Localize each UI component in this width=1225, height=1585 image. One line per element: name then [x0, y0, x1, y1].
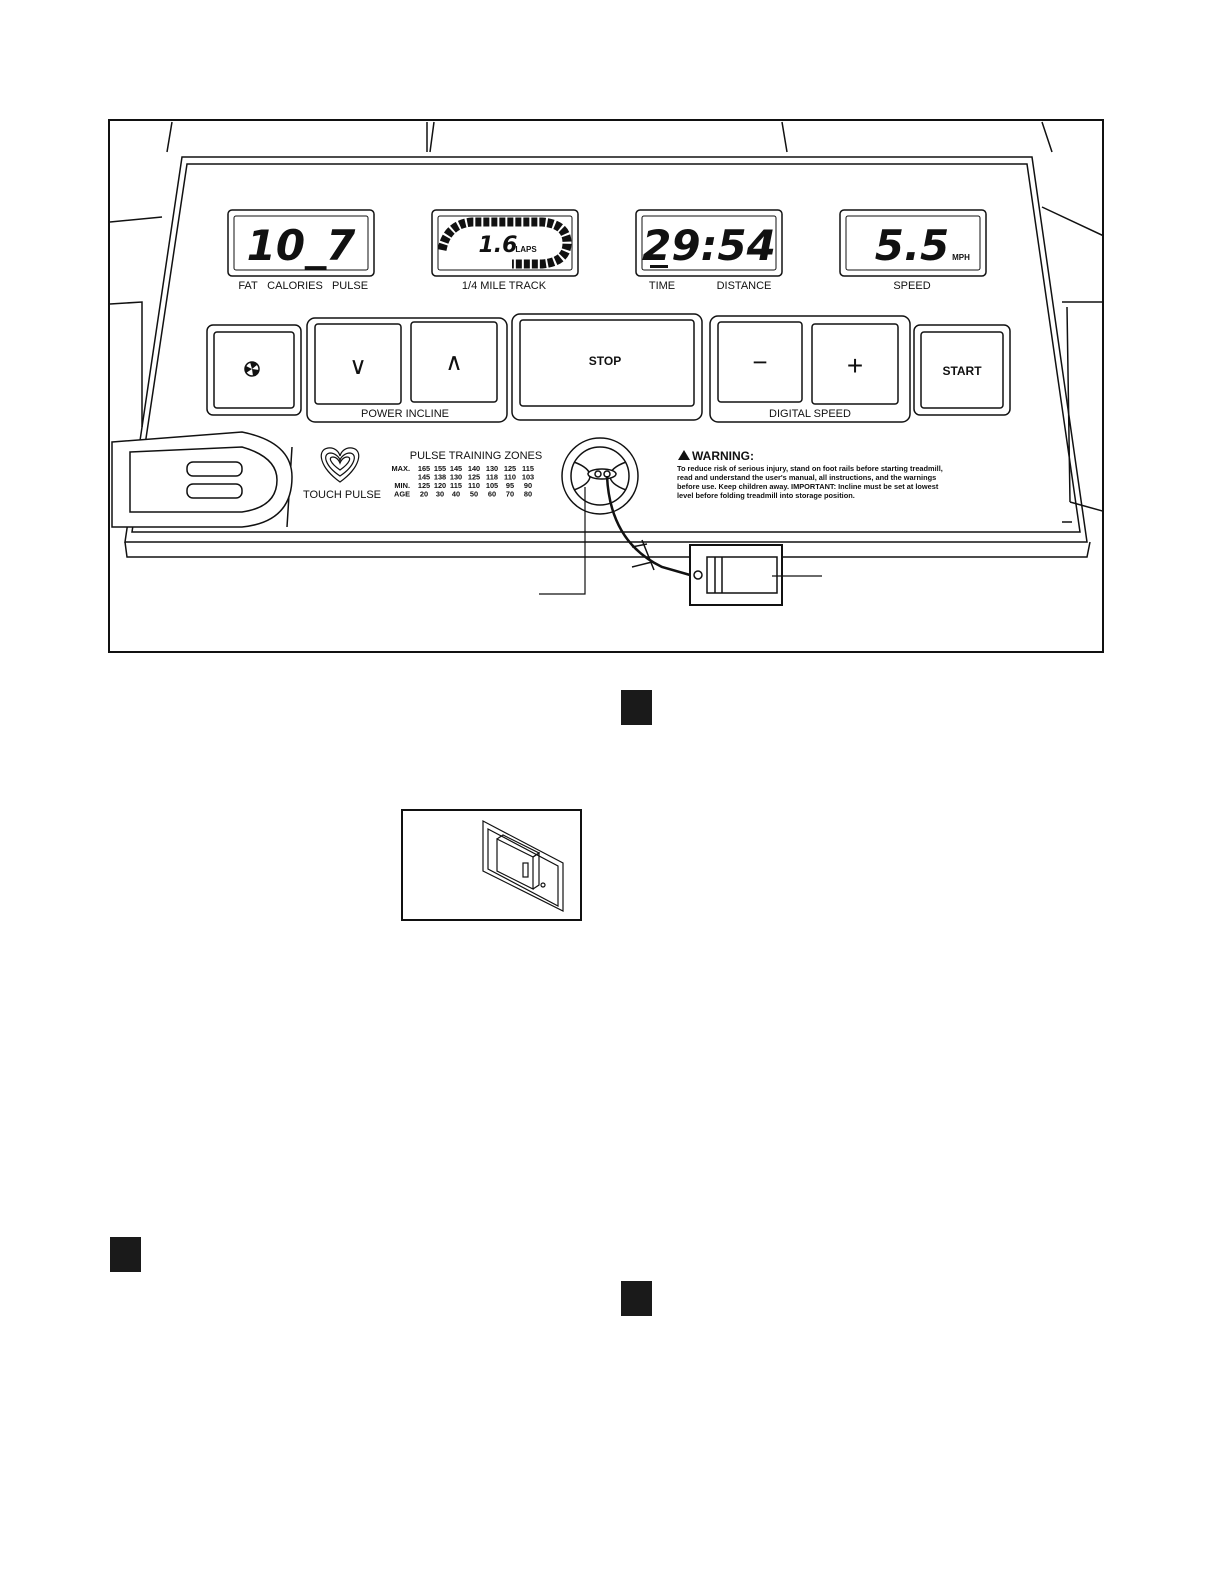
console-illustration: 10_7 FAT CALORIES PULSE 1.6 LAPS 1/4 MIL…	[108, 119, 1104, 653]
time-value: 29:54	[642, 221, 776, 270]
plus-icon: +	[847, 350, 863, 381]
zone-cell: 30	[436, 490, 444, 499]
zone-cell: 130	[450, 473, 462, 482]
zone-cell: 50	[470, 490, 478, 499]
speed-plus-button[interactable]: +	[811, 323, 899, 405]
pulse-zones-title: PULSE TRAINING ZONES	[410, 450, 542, 462]
track-oval-segments	[437, 217, 572, 269]
speed-value: 5.5	[875, 221, 949, 270]
display-fat-calories: 10_7	[227, 209, 375, 277]
minus-icon: −	[752, 347, 767, 377]
zone-cell: 155	[434, 464, 446, 473]
zone-cell: 165	[418, 464, 430, 473]
zone-cell: 125	[418, 481, 430, 490]
warning-line-3: before use. Keep children away. IMPORTAN…	[677, 482, 939, 491]
power-incline-label: POWER INCLINE	[361, 408, 449, 420]
zone-cell: 140	[468, 464, 480, 473]
zone-cell: 110	[468, 481, 480, 490]
chevron-down-icon: ∨	[349, 353, 367, 380]
zone-row-label: MIN.	[394, 481, 410, 490]
zone-cell: 130	[486, 464, 498, 473]
zone-cell: 40	[452, 490, 460, 499]
digital-speed-label: DIGITAL SPEED	[769, 408, 851, 420]
power-switch-inset	[401, 809, 582, 921]
start-label: START	[942, 364, 982, 378]
track-label: 1/4 MILE TRACK	[462, 280, 547, 292]
warning-block: WARNING: To reduce risk of serious injur…	[677, 449, 943, 500]
display-speed: 5.5 MPH	[839, 209, 987, 277]
zone-cell: 125	[504, 464, 516, 473]
stop-button[interactable]: STOP	[519, 319, 695, 407]
incline-down-button[interactable]: ∨	[314, 323, 402, 405]
touch-pulse-label: TOUCH PULSE	[303, 489, 381, 501]
calories-label: CALORIES	[267, 280, 323, 292]
zone-row-label: AGE	[394, 490, 410, 499]
zone-cell: 120	[434, 481, 446, 490]
warning-line-4: level before folding treadmill into stor…	[677, 491, 855, 500]
zone-cell: 118	[486, 473, 498, 482]
zone-cell: 95	[506, 481, 514, 490]
display-time-distance: 29:54	[635, 209, 783, 277]
fan-button[interactable]	[213, 331, 295, 409]
zone-cell: 80	[524, 490, 532, 499]
zone-cell: 138	[434, 473, 446, 482]
fan-icon	[244, 361, 260, 377]
track-value: 1.6	[479, 233, 518, 258]
mph-unit: MPH	[952, 253, 970, 262]
warning-triangle-icon	[678, 450, 690, 460]
clip	[631, 539, 822, 606]
zone-cell: 90	[524, 481, 532, 490]
pulse-grip	[111, 431, 293, 528]
zone-cell: 70	[506, 490, 514, 499]
power-switch-icon	[482, 820, 564, 912]
incline-up-button[interactable]: ∧	[410, 321, 498, 403]
warning-line-2: read and understand the user's manual, a…	[677, 473, 936, 482]
fat-label: FAT	[238, 280, 258, 292]
warning-line-1: To reduce risk of serious injury, stand …	[677, 464, 943, 473]
step-marker	[621, 1281, 652, 1316]
warning-title: WARNING:	[692, 449, 754, 463]
speed-label: SPEED	[893, 280, 930, 292]
zone-row-label: MAX.	[392, 464, 410, 473]
chevron-up-icon: ∧	[445, 349, 463, 376]
distance-label: DISTANCE	[717, 280, 772, 292]
step-marker	[110, 1237, 141, 1272]
time-label: TIME	[649, 280, 675, 292]
heart-icon	[320, 447, 360, 483]
display-track: 1.6 LAPS	[431, 209, 579, 277]
stop-label: STOP	[589, 354, 621, 368]
fat-calories-value: 10_7	[247, 221, 356, 270]
zone-cell: 145	[450, 464, 462, 473]
zone-cell: 125	[468, 473, 480, 482]
zone-cell: 103	[522, 473, 534, 482]
pulse-label: PULSE	[332, 280, 368, 292]
laps-unit: LAPS	[515, 245, 537, 254]
zone-cell: 105	[486, 481, 498, 490]
zone-cell: 20	[420, 490, 428, 499]
pulse-zones-table: PULSE TRAINING ZONES MAX. 165 155 145 140 130…	[392, 450, 543, 499]
speed-minus-button[interactable]: −	[717, 321, 803, 403]
zone-cell: 115	[450, 481, 462, 490]
zone-cell: 60	[488, 490, 496, 499]
zone-cell: 110	[504, 473, 516, 482]
zone-cell: 145	[418, 473, 430, 482]
start-button[interactable]: START	[920, 331, 1004, 409]
step-marker	[621, 690, 652, 725]
zone-cell: 115	[522, 464, 534, 473]
safety-key	[539, 437, 691, 595]
